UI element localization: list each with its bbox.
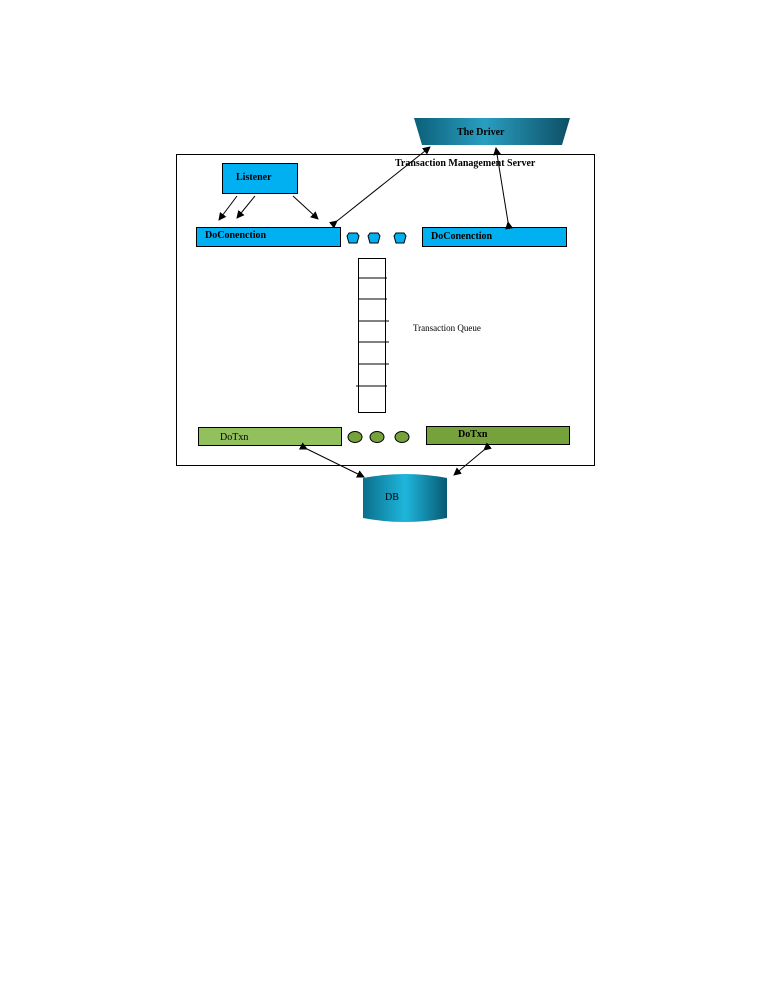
connection-ellipsis-dots: [346, 232, 407, 244]
driver-connection-arrows: [329, 146, 514, 230]
connection-right-label: DoConenction: [431, 231, 493, 242]
listener-label: Listener: [236, 172, 272, 183]
server-label: Transaction Management Server: [395, 158, 536, 169]
database-cylinder: [363, 474, 447, 522]
txn-db-arrows: [298, 442, 492, 478]
connection-left-label: DoConenction: [205, 230, 267, 241]
listener-box: [222, 163, 298, 194]
txn-left-box: [198, 427, 342, 446]
txn-left-label: DoTxn: [220, 432, 249, 443]
driver-label: The Driver: [457, 127, 505, 138]
driver-shape: [414, 118, 570, 145]
txn-right-label: DoTxn: [458, 429, 488, 440]
queue-slots: [356, 277, 389, 387]
txn-ellipsis-dots: [347, 431, 410, 443]
connection-left-box: [196, 227, 341, 247]
txn-right-box: [426, 426, 570, 445]
transaction-queue: [358, 258, 386, 413]
db-label: DB: [385, 492, 399, 503]
queue-label: Transaction Queue: [413, 323, 481, 333]
listener-arrows: [218, 195, 319, 221]
